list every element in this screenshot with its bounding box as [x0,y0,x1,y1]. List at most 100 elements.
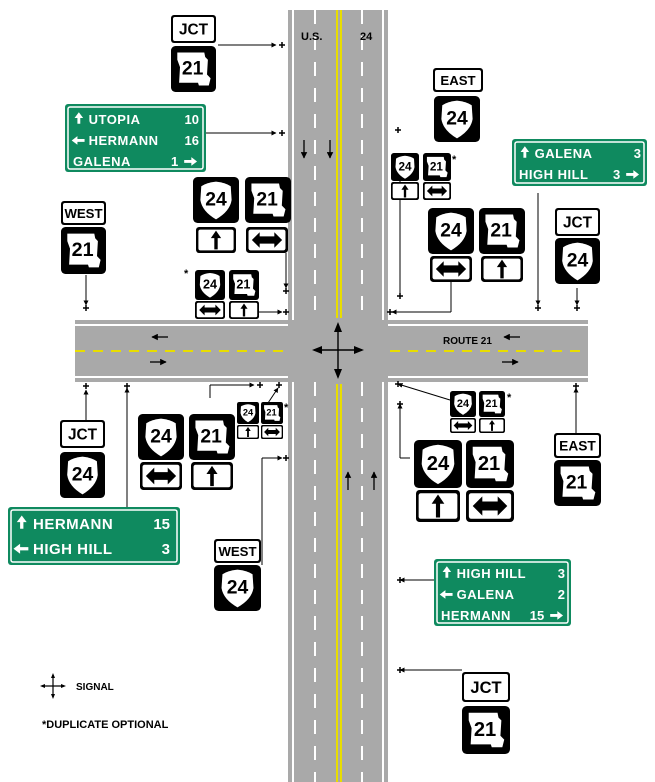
arrow-left-right-icon [450,418,476,433]
arrow-up-icon [16,515,27,529]
duplicate-mark: * [452,154,457,166]
duplicate-mark: * [507,392,512,404]
us-24-shield-icon: 24 [193,177,239,223]
arrow-left-right-icon [246,227,288,253]
west-plaque-text: WEST [64,206,102,221]
destination-name: GALENA [535,146,593,161]
destination-name: HERMANN [89,133,159,148]
arrow-up-icon [416,490,460,522]
destination-miles: 10 [185,112,199,127]
guide-sign-line: HIGH HILL 3 [519,167,640,182]
sign-posts [83,42,580,673]
us-24-shield-icon: 24 [555,238,600,284]
signal-symbol [312,322,364,379]
shield-number: 21 [566,473,588,494]
us-24-shield-icon: 24 [414,440,462,488]
arrow-up-icon [442,566,452,578]
jct-plaque-text: JCT [470,679,501,697]
destination-name: GALENA [73,154,131,169]
missouri-21-shield-icon: 21 [479,391,505,417]
shield-number: 21 [266,408,276,418]
roadway [75,10,588,782]
us-24-shield-icon: 24 [237,402,259,424]
shield-number: 21 [200,427,222,448]
arrow-left-icon [439,590,453,599]
legend-signal-icon [40,673,66,699]
missouri-21-shield-icon: 21 [466,440,514,488]
destination-miles: 3 [162,541,170,558]
shield-number: 24 [446,109,468,130]
destination-name: GALENA [457,587,515,602]
arrow-right-icon [184,157,198,166]
jct-plaque-text: JCT [179,22,209,39]
jct-plaque-text: JCT [68,427,98,444]
shield-number: 21 [256,190,278,211]
us-24-shield-icon: 24 [428,208,474,254]
jct-plaque-text: JCT [563,215,593,232]
arrow-up-icon [229,301,259,319]
arrow-up-icon [196,227,236,253]
east-plaque-text: EAST [559,439,596,454]
shield-number: 21 [236,278,250,292]
destination-name: HIGH HILL [457,566,526,581]
arrow-up-icon [391,182,419,200]
us-24-shield-icon: 24 [434,96,480,142]
guide-sign-line: HIGH HILL 3 [13,541,170,558]
jct-plaque: JCT [60,420,105,448]
missouri-21-shield-icon: 21 [245,177,291,223]
arrow-left-right-icon [423,182,451,200]
arrow-left-right-icon [430,256,472,282]
destination-miles: 3 [558,566,565,581]
destination-miles: 3 [634,146,641,161]
east-plaque: EAST [554,433,601,458]
destination-name: HERMANN [441,608,511,623]
destination-miles: 1 [171,154,178,169]
arrow-left-icon [71,136,85,145]
shield-number: 21 [182,59,204,80]
guide-sign-line: GALENA 1 [73,154,198,169]
us-24-shield-icon: 24 [214,565,261,611]
destination-name: HIGH HILL [33,541,113,558]
missouri-21-shield-icon: 21 [423,153,451,181]
missouri-21-shield-icon: 21 [261,402,283,424]
legend: SIGNAL *DUPLICATE OPTIONAL [40,673,169,731]
arrow-up-icon [74,112,84,124]
arrow-right-icon [626,170,640,179]
shield-number: 24 [427,453,450,475]
us-route-number-label: 24 [360,31,373,43]
west-plaque-text: WEST [218,544,256,559]
shield-number: 21 [474,719,496,741]
guide-sign-line: GALENA 3 [520,146,641,161]
arrow-up-icon [481,256,523,282]
legend-signal-label: SIGNAL [76,682,114,693]
east-plaque-text: EAST [440,73,475,88]
shield-number: 21 [478,453,500,475]
shield-number: 21 [430,160,444,173]
destination-miles: 3 [613,167,620,182]
destination-miles: 15 [153,516,170,533]
shield-number: 24 [150,427,172,448]
guide-sign-line: HIGH HILL 3 [442,566,565,581]
missouri-21-shield-icon: 21 [61,227,106,274]
arrow-up-icon [479,418,505,433]
arrow-left-right-icon [140,462,182,490]
missouri-21-shield-icon: 21 [229,270,259,300]
legend-duplicate-label: *DUPLICATE OPTIONAL [42,719,169,731]
arrow-right-icon [550,611,564,620]
missouri-21-shield-icon: 21 [462,706,510,754]
west-plaque: WEST [61,201,106,225]
destination-name: HIGH HILL [519,167,589,182]
shield-number: 24 [243,408,254,418]
arrow-left-right-icon [195,301,225,319]
duplicate-mark: * [184,268,189,280]
shield-number: 24 [205,190,227,211]
shield-number: 24 [440,221,462,242]
jct-plaque: JCT [171,15,216,43]
